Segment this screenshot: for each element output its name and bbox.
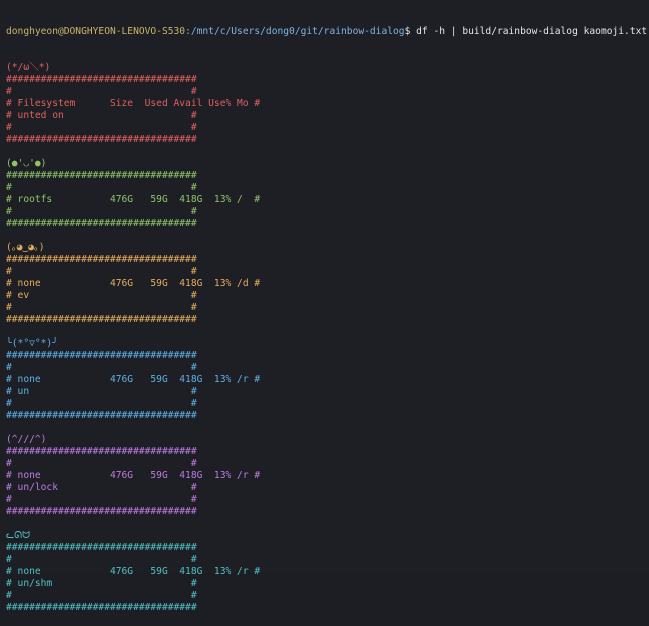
output-block-purple: (^///^)#################################…: [6, 434, 649, 518]
dialog-line: # #: [6, 86, 197, 97]
dialog-line: #################################: [6, 314, 197, 325]
dialog-line: # un #: [6, 386, 197, 397]
dialog-line: # #: [6, 398, 197, 409]
dialog-line: # rootfs 476G 59G 418G 13% / #: [6, 194, 261, 205]
terminal-window[interactable]: donghyeon@DONGHYEON-LENOVO-S530:/mnt/c/U…: [0, 0, 649, 613]
dialog-line: # #: [6, 302, 197, 313]
dialog-line: # #: [6, 182, 197, 193]
output-block-cyan: ᓚᘏᗢ################################## ##…: [6, 530, 649, 614]
dialog-line: #################################: [6, 254, 197, 265]
output-block-green: (●'◡'●)#################################…: [6, 158, 649, 230]
kaomoji-label: (｡◕‿◕｡): [6, 242, 45, 253]
dialog-line: # Filesystem Size Used Avail Use% Mo #: [6, 98, 261, 109]
dialog-line: #################################: [6, 602, 197, 613]
kaomoji-label: (●'◡'●): [6, 158, 47, 169]
dialog-line: # #: [6, 554, 197, 565]
dialog-line: #################################: [6, 506, 197, 517]
prompt-command: $ df -h | build/rainbow-dialog kaomoji.t…: [404, 26, 648, 37]
block-spacer: [6, 422, 649, 434]
dialog-line: # ev #: [6, 290, 197, 301]
prompt-path: :/mnt/c/Users/dong0/git/rainbow-dialog: [185, 26, 405, 37]
dialog-line: #################################: [6, 74, 197, 85]
output-block-blue: ╰(*°▽°*)╯###############################…: [6, 338, 649, 422]
block-spacer: [6, 146, 649, 158]
dialog-line: # un/shm #: [6, 578, 197, 589]
dialog-line: # #: [6, 206, 197, 217]
dialog-line: #################################: [6, 350, 197, 361]
block-spacer: [6, 230, 649, 242]
output-blocks: (*/ω＼*)#################################…: [6, 62, 649, 614]
shell-prompt-line: donghyeon@DONGHYEON-LENOVO-S530:/mnt/c/U…: [6, 26, 649, 38]
dialog-line: #################################: [6, 542, 197, 553]
dialog-line: # #: [6, 458, 197, 469]
dialog-line: # #: [6, 494, 197, 505]
dialog-line: #################################: [6, 170, 197, 181]
dialog-line: #################################: [6, 446, 197, 457]
dialog-line: # none 476G 59G 418G 13% /d #: [6, 278, 261, 289]
output-block-red: (*/ω＼*)#################################…: [6, 62, 649, 146]
block-spacer: [6, 326, 649, 338]
block-spacer: [6, 518, 649, 530]
dialog-line: # #: [6, 122, 197, 133]
dialog-line: # un/lock #: [6, 482, 197, 493]
dialog-line: # #: [6, 362, 197, 373]
dialog-line: #################################: [6, 410, 197, 421]
dialog-line: # #: [6, 266, 197, 277]
dialog-line: #################################: [6, 134, 197, 145]
kaomoji-label: ᓚᘏᗢ: [6, 530, 31, 541]
kaomoji-label: ╰(*°▽°*)╯: [6, 338, 58, 349]
dialog-line: # unted on #: [6, 110, 197, 121]
output-block-orange: (｡◕‿◕｡)#################################…: [6, 242, 649, 326]
dialog-line: # none 476G 59G 418G 13% /r #: [6, 566, 261, 577]
dialog-line: # #: [6, 590, 197, 601]
kaomoji-label: (*/ω＼*): [6, 62, 51, 73]
kaomoji-label: (^///^): [6, 434, 47, 445]
prompt-user-host: donghyeon@DONGHYEON-LENOVO-S530: [6, 26, 186, 37]
dialog-line: # none 476G 59G 418G 13% /r #: [6, 470, 261, 481]
dialog-line: # none 476G 59G 418G 13% /r #: [6, 374, 261, 385]
dialog-line: #################################: [6, 218, 197, 229]
